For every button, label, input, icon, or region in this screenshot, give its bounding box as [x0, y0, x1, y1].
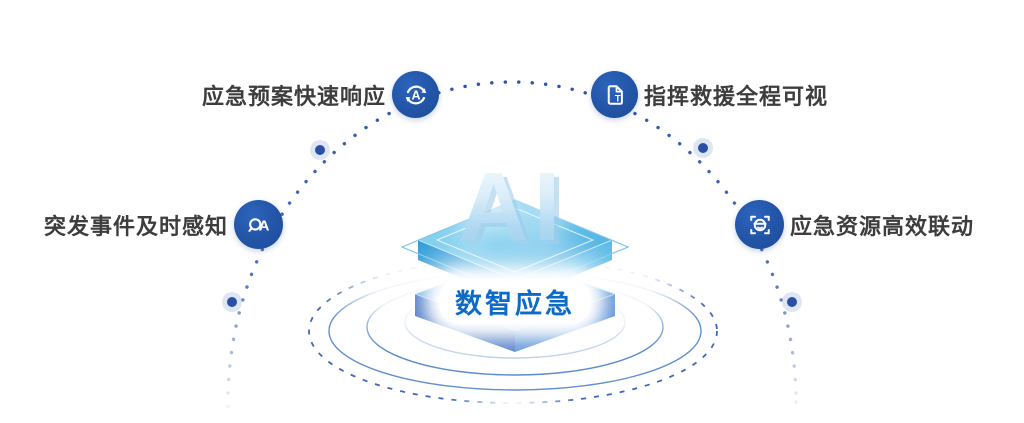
svg-text:T: T [614, 93, 620, 103]
scan-face-icon [735, 200, 784, 249]
node-incident-sensing-label: 突发事件及时感知 [43, 213, 228, 239]
dashed-ground-ellipse [308, 258, 718, 404]
dotted-dome-arc [226, 80, 798, 423]
svg-text:A: A [258, 217, 269, 234]
dome-halo-dot [787, 297, 797, 307]
node-incident-sensing: 突发事件及时感知 A [44, 200, 283, 249]
node-resource-linkage: 应急资源高效联动 [735, 200, 974, 249]
refresh-a-icon: A [392, 71, 439, 118]
dome-halo-dot [315, 145, 325, 155]
dome-halo-dot [227, 297, 237, 307]
document-t-icon: T [591, 71, 638, 118]
search-a-icon: A [234, 200, 283, 249]
svg-text:A: A [411, 88, 420, 102]
node-rescue-visibility-label: 指挥救援全程可视 [644, 83, 829, 109]
wireframe-outline [400, 199, 630, 295]
ai-3d-letters: AI [458, 152, 566, 261]
node-plan-response: 应急预案快速响应 A [202, 71, 439, 118]
platform-title-pill: 数智应急 [439, 279, 591, 324]
dome-halo-dot [698, 143, 708, 153]
node-rescue-visibility: T 指挥救援全程可视 [591, 71, 828, 118]
node-resource-linkage-label: 应急资源高效联动 [790, 213, 975, 239]
node-plan-response-label: 应急预案快速响应 [201, 83, 386, 109]
